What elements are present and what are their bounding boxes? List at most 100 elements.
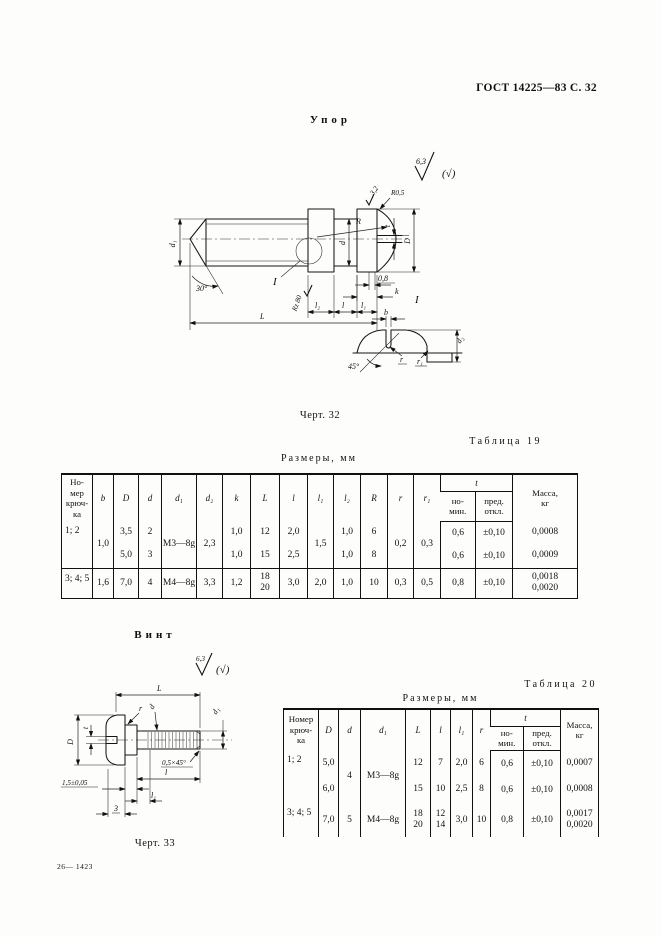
dim-label-r1: r₁ [417,357,423,366]
cell-mass: 0,0017 0,0020 [560,802,599,837]
dim-label-b: b [384,308,388,317]
cell-L: 18 20 [405,802,431,837]
dim-label-d1: d₁ [210,705,221,716]
table-19: Но- мер крюч- ка b D d d₁ d₂ k L l l₁ l₂… [61,473,579,599]
col-header-D: D [113,474,139,521]
col-header-d: d [138,474,162,521]
cell-d2: 2,3 [196,521,223,569]
detail-ref-label: I [272,276,278,288]
roughness-value: 6,3 [416,157,426,166]
detail-view: b d₂ 45° r r₁ [348,308,466,373]
title-vint: Винт [134,629,176,641]
table-20: Номер крюч- ка D d d₁ L l l₁ r t Масса, … [283,708,600,837]
cell-D: 7,0 [113,568,139,598]
col-header-t-nom: но- мин. [440,491,476,522]
vint-outline [105,714,201,766]
col-header-r1: r₁ [413,474,441,521]
check-icon [365,193,375,207]
detail-title: I [414,294,420,306]
cell-k: 1,2 [222,568,251,598]
dim-label-3: 3 [113,804,118,813]
col-header-d: d [338,709,361,750]
col-header-d2: d₂ [196,474,223,521]
cell-d: 5 [338,802,361,837]
col-header-t-dev: пред. откл. [522,726,561,751]
cell-D: 3,5 5,0 [113,521,139,569]
cell-L: 12 15 [405,750,431,803]
cell-t-nom: 0,8 [440,568,476,598]
cell-l1: 2,0 [307,568,334,598]
cell-l: 2,0 2,5 [279,521,308,569]
cell-num: 3; 4; 5 [65,573,90,584]
cell-r1: 0,3 [413,521,441,569]
dim-label-l: l [165,768,168,777]
cell-r1: 0,5 [413,568,441,598]
roughness-rz80: Rz 80 [290,294,304,313]
col-header-mass: Масса, кг [512,474,578,521]
dim-label-D: D [403,238,412,245]
cell-l1: 3,0 [450,802,473,837]
col-header-L: L [405,709,431,750]
cell-num: 1; 2 [61,521,93,569]
dim-label-k: k [395,287,399,296]
col-header-R: R [360,474,388,521]
cell-l: 12 14 [430,802,451,837]
col-header-l: l [430,709,451,750]
dim-label-r: r [139,704,143,713]
roughness-value: 6,3 [196,655,205,663]
title-upor: Упор [309,114,352,126]
col-header-t: t [439,474,513,492]
drawing-33: 6,3 (√) L r d d₁ D t 0,5×45° l [61,652,232,817]
col-header-num: Номер крюч- ка [288,714,314,746]
dim-label-d: d [147,702,157,711]
detail-circle [295,237,323,265]
cell-d1: М4—8g [161,568,197,598]
col-header-t-nom: но- мин. [490,726,524,751]
page-header: ГОСТ 14225—83 С. 32 [476,82,597,94]
col-header-r: r [472,709,491,750]
dim-label-L: L [156,684,162,693]
col-header-l: l [279,474,308,521]
check-icon [303,284,313,298]
cell-l2: 1,0 [333,568,361,598]
dim-label-30: 30° [195,284,208,293]
cell-num: 3; 4; 5 [287,807,312,818]
drawing-32: I d₁ 30° L Rz 80 l₂ l l₁ 0,8 k t D d R R… [168,151,466,373]
dim-label-chamfer: 0,5×45° [162,759,186,767]
cell-b: 1,0 [92,521,114,569]
roughness-32: 3,2 [368,185,381,198]
cell-t-nom: 0,6 0,6 [490,750,524,803]
col-header-r: r [387,474,414,521]
cell-t-dev: ±0,10 [474,568,513,598]
cell-num: 1; 2 [287,755,302,765]
dim-label-d1: d₁ [168,240,177,247]
roughness-alt: (√) [442,168,456,180]
cell-l2: 1,0 1,0 [333,521,361,569]
col-header-mass: Масса, кг [560,709,599,750]
dim-label-r: r [400,355,404,364]
detail-leader [280,260,301,278]
table-19-label: Таблица 19 [469,436,542,447]
dim-label-l1: l₁ [151,791,156,800]
dim-label-d2: d₂ [454,334,465,345]
page-footer: 26— 1423 [57,862,93,871]
cell-t-dev: ±0,10 ±0,10 [474,521,513,569]
dim-label-45: 45° [348,362,360,371]
cell-r: 10 [472,802,491,837]
cell-d2: 3,3 [196,568,223,598]
dim-label-R: R [355,217,361,226]
cell-D: 5,0 6,0 [318,750,339,803]
table-19-subtitle: Размеры, мм [281,453,357,464]
cell-t-dev: ±0,10 [522,802,561,837]
dim-label-t: t [383,224,392,227]
col-header-num: Но- мер крюч- ка [65,477,89,519]
cell-mass: 0,0008 0,0009 [512,521,578,569]
roughness-mark: 6,3 (√) [414,151,456,182]
col-header-d1: d₁ [360,709,406,750]
col-header-t: t [489,709,561,727]
table-row: 3; 4; 5 1,6 7,0 4 М4—8g 3,3 1,2 18 20 3,… [62,568,578,598]
cell-R: 10 [360,568,388,598]
cell-d1: М4—8g [360,802,406,837]
dim-label-t: t [81,726,90,729]
roughness-alt: (√) [216,664,230,676]
